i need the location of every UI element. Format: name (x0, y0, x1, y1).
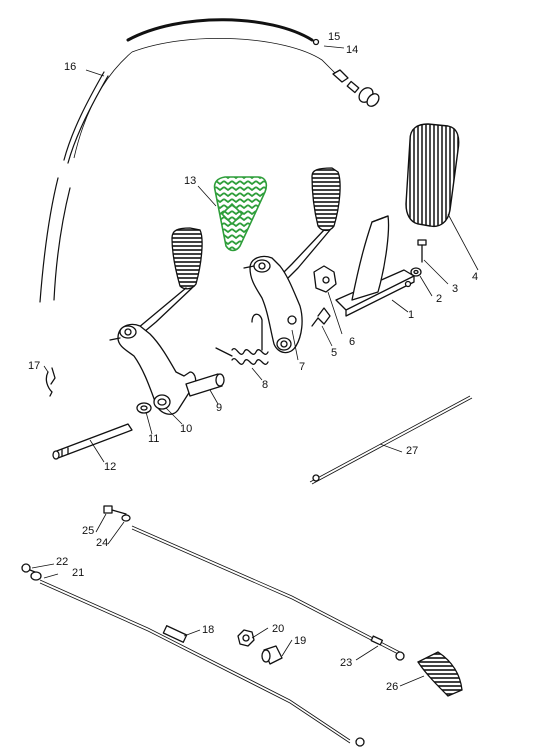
part-8-return-spring (215, 313, 269, 365)
callout-5: 5 (331, 347, 337, 359)
part-26-rubber-boot (417, 651, 463, 697)
callout-24: 24 (96, 537, 108, 549)
callout-2: 2 (436, 293, 442, 305)
callout-9: 9 (216, 402, 222, 414)
callout-3: 3 (452, 283, 458, 295)
callout-7: 7 (299, 361, 305, 373)
part-25-bolt (103, 505, 127, 515)
part-20-nut (237, 629, 255, 647)
part-17-clip (45, 367, 56, 397)
part-16-curved-tube (39, 71, 109, 303)
part-24-washer (121, 514, 131, 522)
part-14-control-cable-knob (73, 38, 380, 159)
leader-lines (31, 45, 479, 687)
callout-4: 4 (472, 271, 478, 283)
part-3-screw (417, 239, 427, 263)
callout-labels: 1 2 3 4 5 6 7 8 9 10 11 12 13 14 15 16 1… (28, 31, 478, 693)
part-23-cable (131, 525, 405, 661)
callout-11: 11 (148, 433, 159, 445)
part-27-rod (309, 395, 473, 485)
callout-12: 12 (104, 461, 116, 473)
part-1-accelerator-base (335, 215, 415, 317)
callout-1: 1 (408, 309, 414, 321)
callout-22: 22 (56, 556, 68, 568)
part-2-washer (410, 267, 422, 277)
callout-16: 16 (64, 61, 76, 73)
part-9-pin (185, 373, 225, 397)
part-11-bushing (136, 402, 152, 414)
callout-15: 15 (328, 31, 340, 43)
callout-6: 6 (349, 336, 355, 348)
callout-26: 26 (386, 681, 398, 693)
callout-18: 18 (202, 624, 214, 636)
callout-25: 25 (82, 525, 94, 537)
part-4-rubber-grip (405, 123, 460, 228)
callout-8: 8 (262, 379, 268, 391)
callout-14: 14 (346, 44, 358, 56)
left-pedal-assembly (109, 227, 203, 415)
part-21-nut (30, 571, 42, 581)
callout-17: 17 (28, 360, 40, 372)
part-19-sleeve (261, 645, 283, 665)
part-5-spring-clip (311, 307, 331, 327)
callout-13: 13 (184, 175, 196, 187)
part-6-bracket (313, 265, 337, 293)
part-18-cable (39, 579, 365, 747)
callout-27: 27 (406, 445, 418, 457)
callout-10: 10 (180, 423, 192, 435)
part-13-pedal-pad-highlighted (213, 176, 268, 252)
callout-21: 21 (72, 567, 84, 579)
callout-19: 19 (294, 635, 306, 647)
callout-23: 23 (340, 657, 352, 669)
part-12-pedal-shaft (52, 423, 133, 460)
callout-20: 20 (272, 623, 284, 635)
middle-pedal-assembly (243, 167, 341, 354)
part-15-outer-sheath (126, 18, 320, 46)
